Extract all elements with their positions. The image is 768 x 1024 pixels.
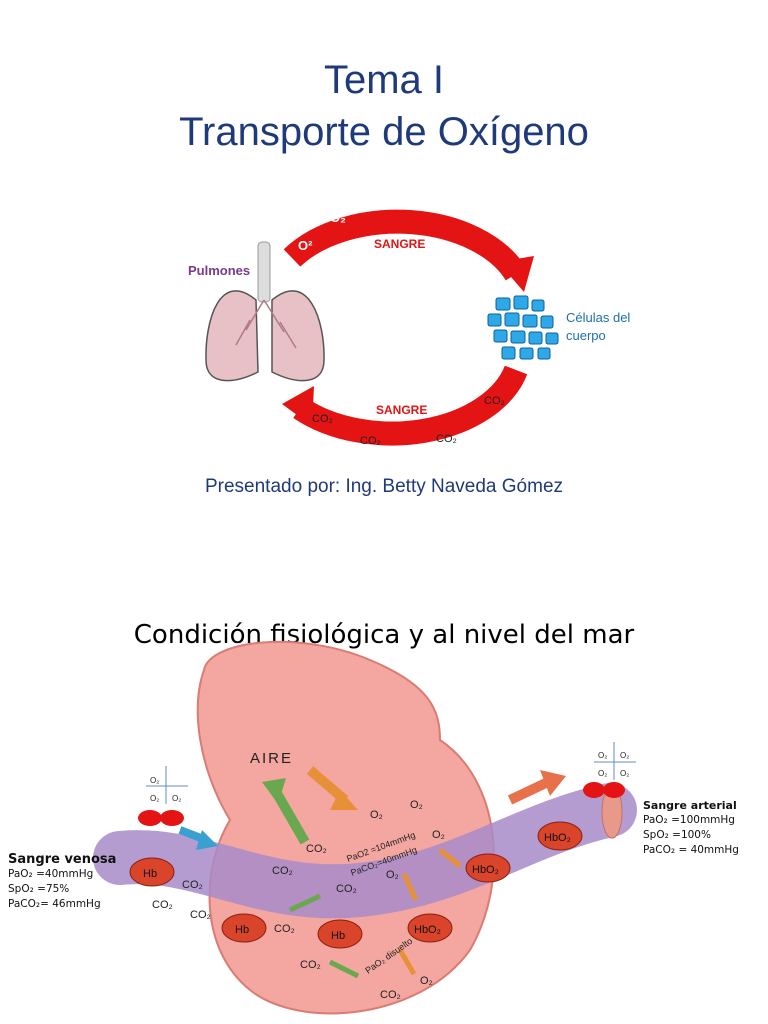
o2-gas-3: O₂ [432, 829, 445, 841]
o2-gas-2: O₂ [410, 799, 423, 811]
body-cells-icon [487, 295, 559, 360]
aire-label: AIRE [250, 750, 293, 767]
arterial-paco2: PaCO₂ = 40mmHg [643, 844, 739, 856]
green-arrow-head [262, 778, 286, 804]
svg-text:Hb: Hb [235, 924, 249, 936]
slide-1-title-line-2: Transporte de Oxígeno [179, 110, 589, 154]
cells-label-line-1: Células del [566, 310, 630, 325]
orange-arrow-small-3 [397, 948, 417, 976]
co2-label-1: CO₂ [312, 413, 333, 425]
svg-text:O₂: O₂ [620, 751, 629, 760]
top-circulation-arrow [283, 209, 527, 281]
bottom-sangre-label: SANGRE [376, 403, 427, 417]
rbc-hbo2-3: HbO₂ [537, 821, 583, 851]
svg-text:HbO₂: HbO₂ [544, 832, 571, 844]
o2-label-3: O₂ [452, 206, 468, 221]
o2-gas-1: O₂ [370, 809, 383, 821]
slide-1: Tema I Transporte de Oxígeno O₂ O₂ O₂ O²… [179, 58, 631, 497]
co2-gas-6: CO₂ [190, 909, 211, 921]
co2-gas-9: CO₂ [380, 989, 401, 1001]
venous-pao2: PaO₂ =40mmHg [8, 868, 94, 880]
venous-header: Sangre venosa [8, 852, 117, 867]
svg-text:HbO₂: HbO₂ [472, 864, 499, 876]
slide-1-title-line-1: Tema I [323, 58, 445, 102]
arterial-header: Sangre arterial [643, 799, 737, 812]
co2-label-4: CO₂ [484, 395, 505, 407]
co2-gas-8: CO₂ [300, 959, 321, 971]
green-arrow-out [270, 787, 310, 845]
rbc-hb-1: Hb [129, 857, 175, 887]
arterial-orange-arrow [507, 777, 551, 805]
svg-text:O₂: O₂ [172, 794, 181, 803]
bottom-circulation-arrow [293, 365, 528, 446]
top-arrow-head [498, 256, 534, 292]
arterial-blood-values: Sangre arterial PaO₂ =100mmHg SpO₂ =100%… [643, 798, 739, 858]
arterial-spo2: SpO₂ =100% [643, 829, 711, 841]
green-arrow-small-1 [288, 893, 322, 913]
venous-spo2: SpO₂ =75% [8, 883, 70, 895]
top-sangre-label: SANGRE [374, 237, 425, 251]
rbc-hb-3: Hb [317, 919, 363, 949]
venous-paco2: PaCO₂= 46mmHg [8, 898, 101, 910]
oxygen-transport-diagram: O₂ O₂ O₂ O² SANGRE SANGRE CO₂ CO₂ CO₂ CO… [188, 196, 631, 447]
orange-arrow-small-1 [438, 848, 462, 868]
co2-gas-3: CO₂ [336, 883, 357, 895]
o2-gas-5: O₂ [420, 975, 433, 987]
svg-text:O₂: O₂ [620, 769, 629, 778]
green-arrow-small-2 [328, 959, 360, 979]
co2-label-3: CO₂ [436, 433, 457, 445]
arterial-arrow-head [540, 770, 566, 796]
svg-text:O₂: O₂ [598, 769, 607, 778]
rbc-hbo2-2: HbO₂ [465, 853, 511, 883]
blue-arrow-head [196, 830, 218, 850]
co2-label-2: CO₂ [360, 435, 381, 447]
co2-gas-5: CO₂ [152, 899, 173, 911]
alveolus [196, 640, 495, 1015]
svg-text:HbO₂: HbO₂ [414, 924, 441, 936]
svg-text:O₂: O₂ [150, 776, 159, 785]
slide-2: Condición fisiológica y al nivel del mar… [0, 590, 768, 1024]
arterial-pao2: PaO₂ =100mmHg [643, 814, 735, 826]
orange-arrow-small-2 [401, 872, 419, 902]
slide-2-title: Condición fisiológica y al nivel del mar [133, 620, 635, 650]
orange-arrow-head [330, 790, 358, 810]
svg-text:O₂: O₂ [150, 794, 159, 803]
co2-gas-2: CO₂ [272, 865, 293, 877]
o2-gas-4: O₂ [386, 869, 399, 881]
venous-hemoglobin-icon: O₂ O₂ O₂ [138, 766, 188, 826]
co2-gas-7: CO₂ [274, 923, 295, 935]
alveolus-diagram: AIRE O₂ O₂ O₂ O₂ O₂ CO₂ CO₂ CO₂ CO₂ CO₂ … [93, 640, 637, 1015]
o2-label-1: O₂ [330, 210, 346, 225]
o2-label-4: O² [298, 238, 313, 253]
co2-gas-4: CO₂ [182, 879, 203, 891]
lungs-icon [205, 241, 325, 382]
rbc-hbo2-1: HbO₂ [407, 913, 453, 943]
bottom-arrow-head [282, 386, 314, 426]
presenter-credit: Presentado por: Ing. Betty Naveda Gómez [204, 476, 564, 497]
o2-label-2: O₂ [382, 196, 398, 211]
svg-text:O₂: O₂ [598, 751, 607, 760]
venous-blood-values: Sangre venosa PaO₂ =40mmHg SpO₂ =75% PaC… [8, 852, 116, 912]
svg-text:Hb: Hb [143, 868, 157, 880]
lungs-label: Pulmones [188, 263, 250, 278]
rbc-hb-2: Hb [221, 913, 267, 943]
cells-label-line-2: cuerpo [566, 328, 606, 343]
svg-text:Hb: Hb [331, 930, 345, 942]
blood-vessel [93, 783, 637, 919]
arterial-hemoglobin-icon: O₂ O₂ O₂ O₂ [583, 742, 636, 798]
co2-gas-1: CO₂ [306, 843, 327, 855]
